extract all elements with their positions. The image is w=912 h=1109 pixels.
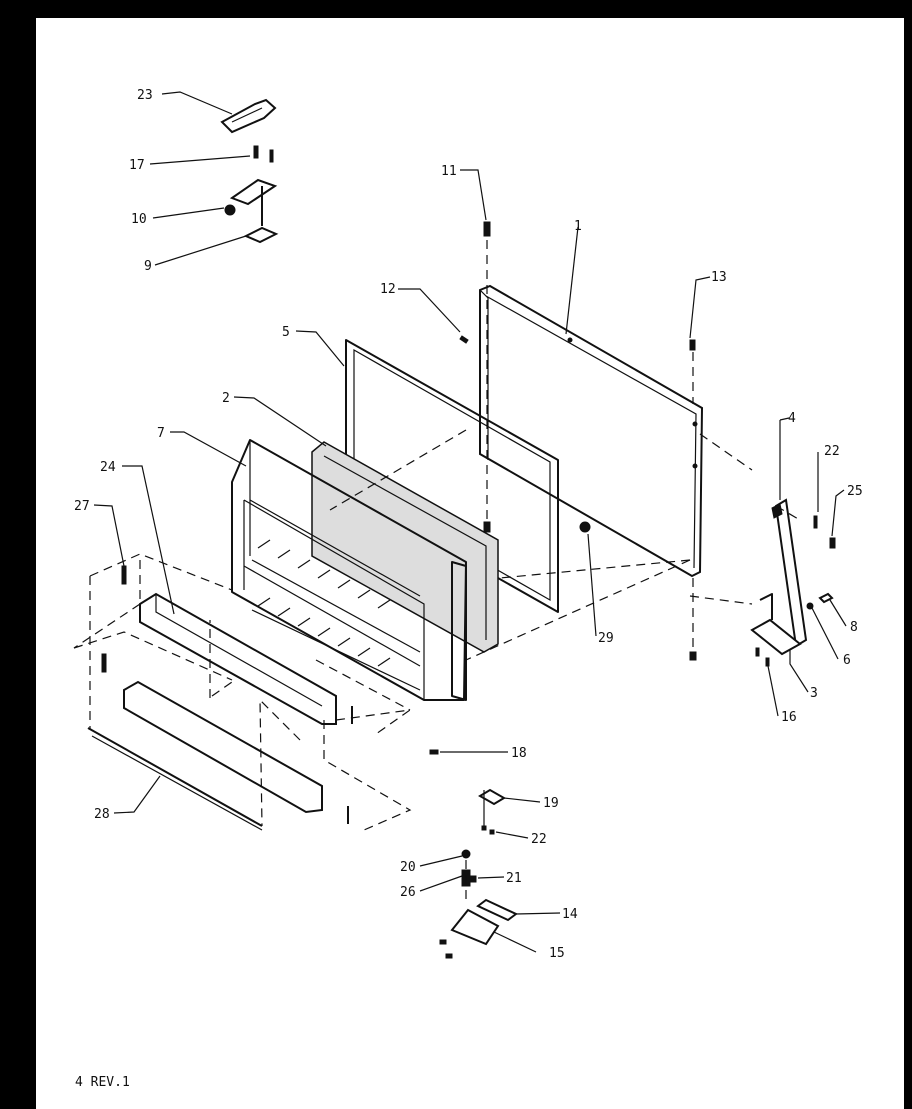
alignment-line [335, 709, 411, 735]
revision-note: 4 REV.1 [75, 1075, 130, 1090]
screw-11[interactable] [483, 221, 491, 533]
hinge-cover-23[interactable] [220, 98, 277, 134]
alignment-line [699, 433, 753, 471]
bottom-hinge-15[interactable] [439, 908, 500, 959]
hinge-bracket-3[interactable] [750, 593, 802, 656]
label-12: 12 [380, 282, 396, 297]
door-gasket-5[interactable] [345, 339, 559, 613]
label-9: 9 [144, 259, 152, 274]
screw-22b[interactable] [489, 829, 495, 835]
alignment-line [211, 681, 233, 697]
door-shelf-24[interactable] [139, 592, 353, 725]
spacer-8[interactable] [818, 592, 834, 604]
screws-17[interactable] [253, 145, 274, 163]
alignment-line [465, 559, 691, 661]
screw-13[interactable] [689, 339, 697, 661]
label-26: 26 [400, 885, 416, 900]
label-8: 8 [850, 620, 858, 635]
label-23: 23 [137, 88, 153, 103]
label-25: 25 [847, 484, 863, 499]
label-20: 20 [400, 860, 416, 875]
alignment-line [329, 429, 467, 511]
washer-20[interactable] [461, 849, 471, 859]
screws-16[interactable] [755, 647, 770, 667]
alignment-line [89, 553, 233, 591]
alignment-line [323, 720, 412, 831]
label-24: 24 [100, 460, 116, 475]
label-10: 10 [131, 212, 147, 227]
alignment-line [689, 595, 753, 605]
label-28: 28 [94, 807, 110, 822]
alignment-line [315, 659, 411, 711]
liner-shelf-ribs [257, 539, 391, 667]
door-outer-panel-1[interactable] [479, 284, 704, 578]
screw-25[interactable] [829, 537, 836, 549]
label-16: 16 [781, 710, 797, 725]
label-2: 2 [222, 391, 230, 406]
label-22: 22 [531, 832, 547, 847]
label-5: 5 [282, 325, 290, 340]
label-1: 1 [574, 219, 582, 234]
label-21: 21 [506, 871, 522, 886]
screw-22a[interactable] [813, 515, 818, 529]
alignment-line [73, 631, 233, 681]
bracket-19[interactable] [478, 788, 506, 831]
label-17: 17 [129, 158, 145, 173]
screw-12[interactable] [459, 335, 469, 344]
label-27: 27 [74, 499, 90, 514]
label-3: 3 [810, 686, 818, 701]
stop-14[interactable] [476, 898, 518, 922]
label-19: 19 [543, 796, 559, 811]
shelf-clip-27[interactable] [121, 565, 127, 585]
pin-21[interactable] [469, 875, 477, 883]
label-29: 29 [598, 631, 614, 646]
hinge-bracket-4[interactable] [771, 420, 808, 648]
label-15: 15 [549, 946, 565, 961]
screw-18[interactable] [429, 749, 439, 755]
alignment-line [499, 559, 691, 579]
label-4: 4 [788, 411, 796, 426]
door-shelf-28[interactable] [87, 653, 349, 831]
label-11: 11 [441, 164, 457, 179]
label-13: 13 [711, 270, 727, 285]
hinge-shim-9[interactable] [243, 226, 279, 244]
alignment-line [775, 505, 801, 521]
alignment-line [259, 698, 301, 827]
leader-lines [93, 91, 847, 953]
label-22: 22 [824, 444, 840, 459]
washer-6[interactable] [806, 602, 814, 610]
top-hinge-10[interactable] [224, 178, 278, 226]
label-7: 7 [157, 426, 165, 441]
label-18: 18 [511, 746, 527, 761]
plug-29[interactable] [579, 521, 591, 533]
door-liner-7[interactable] [231, 439, 467, 701]
alignment-line [73, 603, 141, 649]
label-14: 14 [562, 907, 578, 922]
label-6: 6 [843, 653, 851, 668]
